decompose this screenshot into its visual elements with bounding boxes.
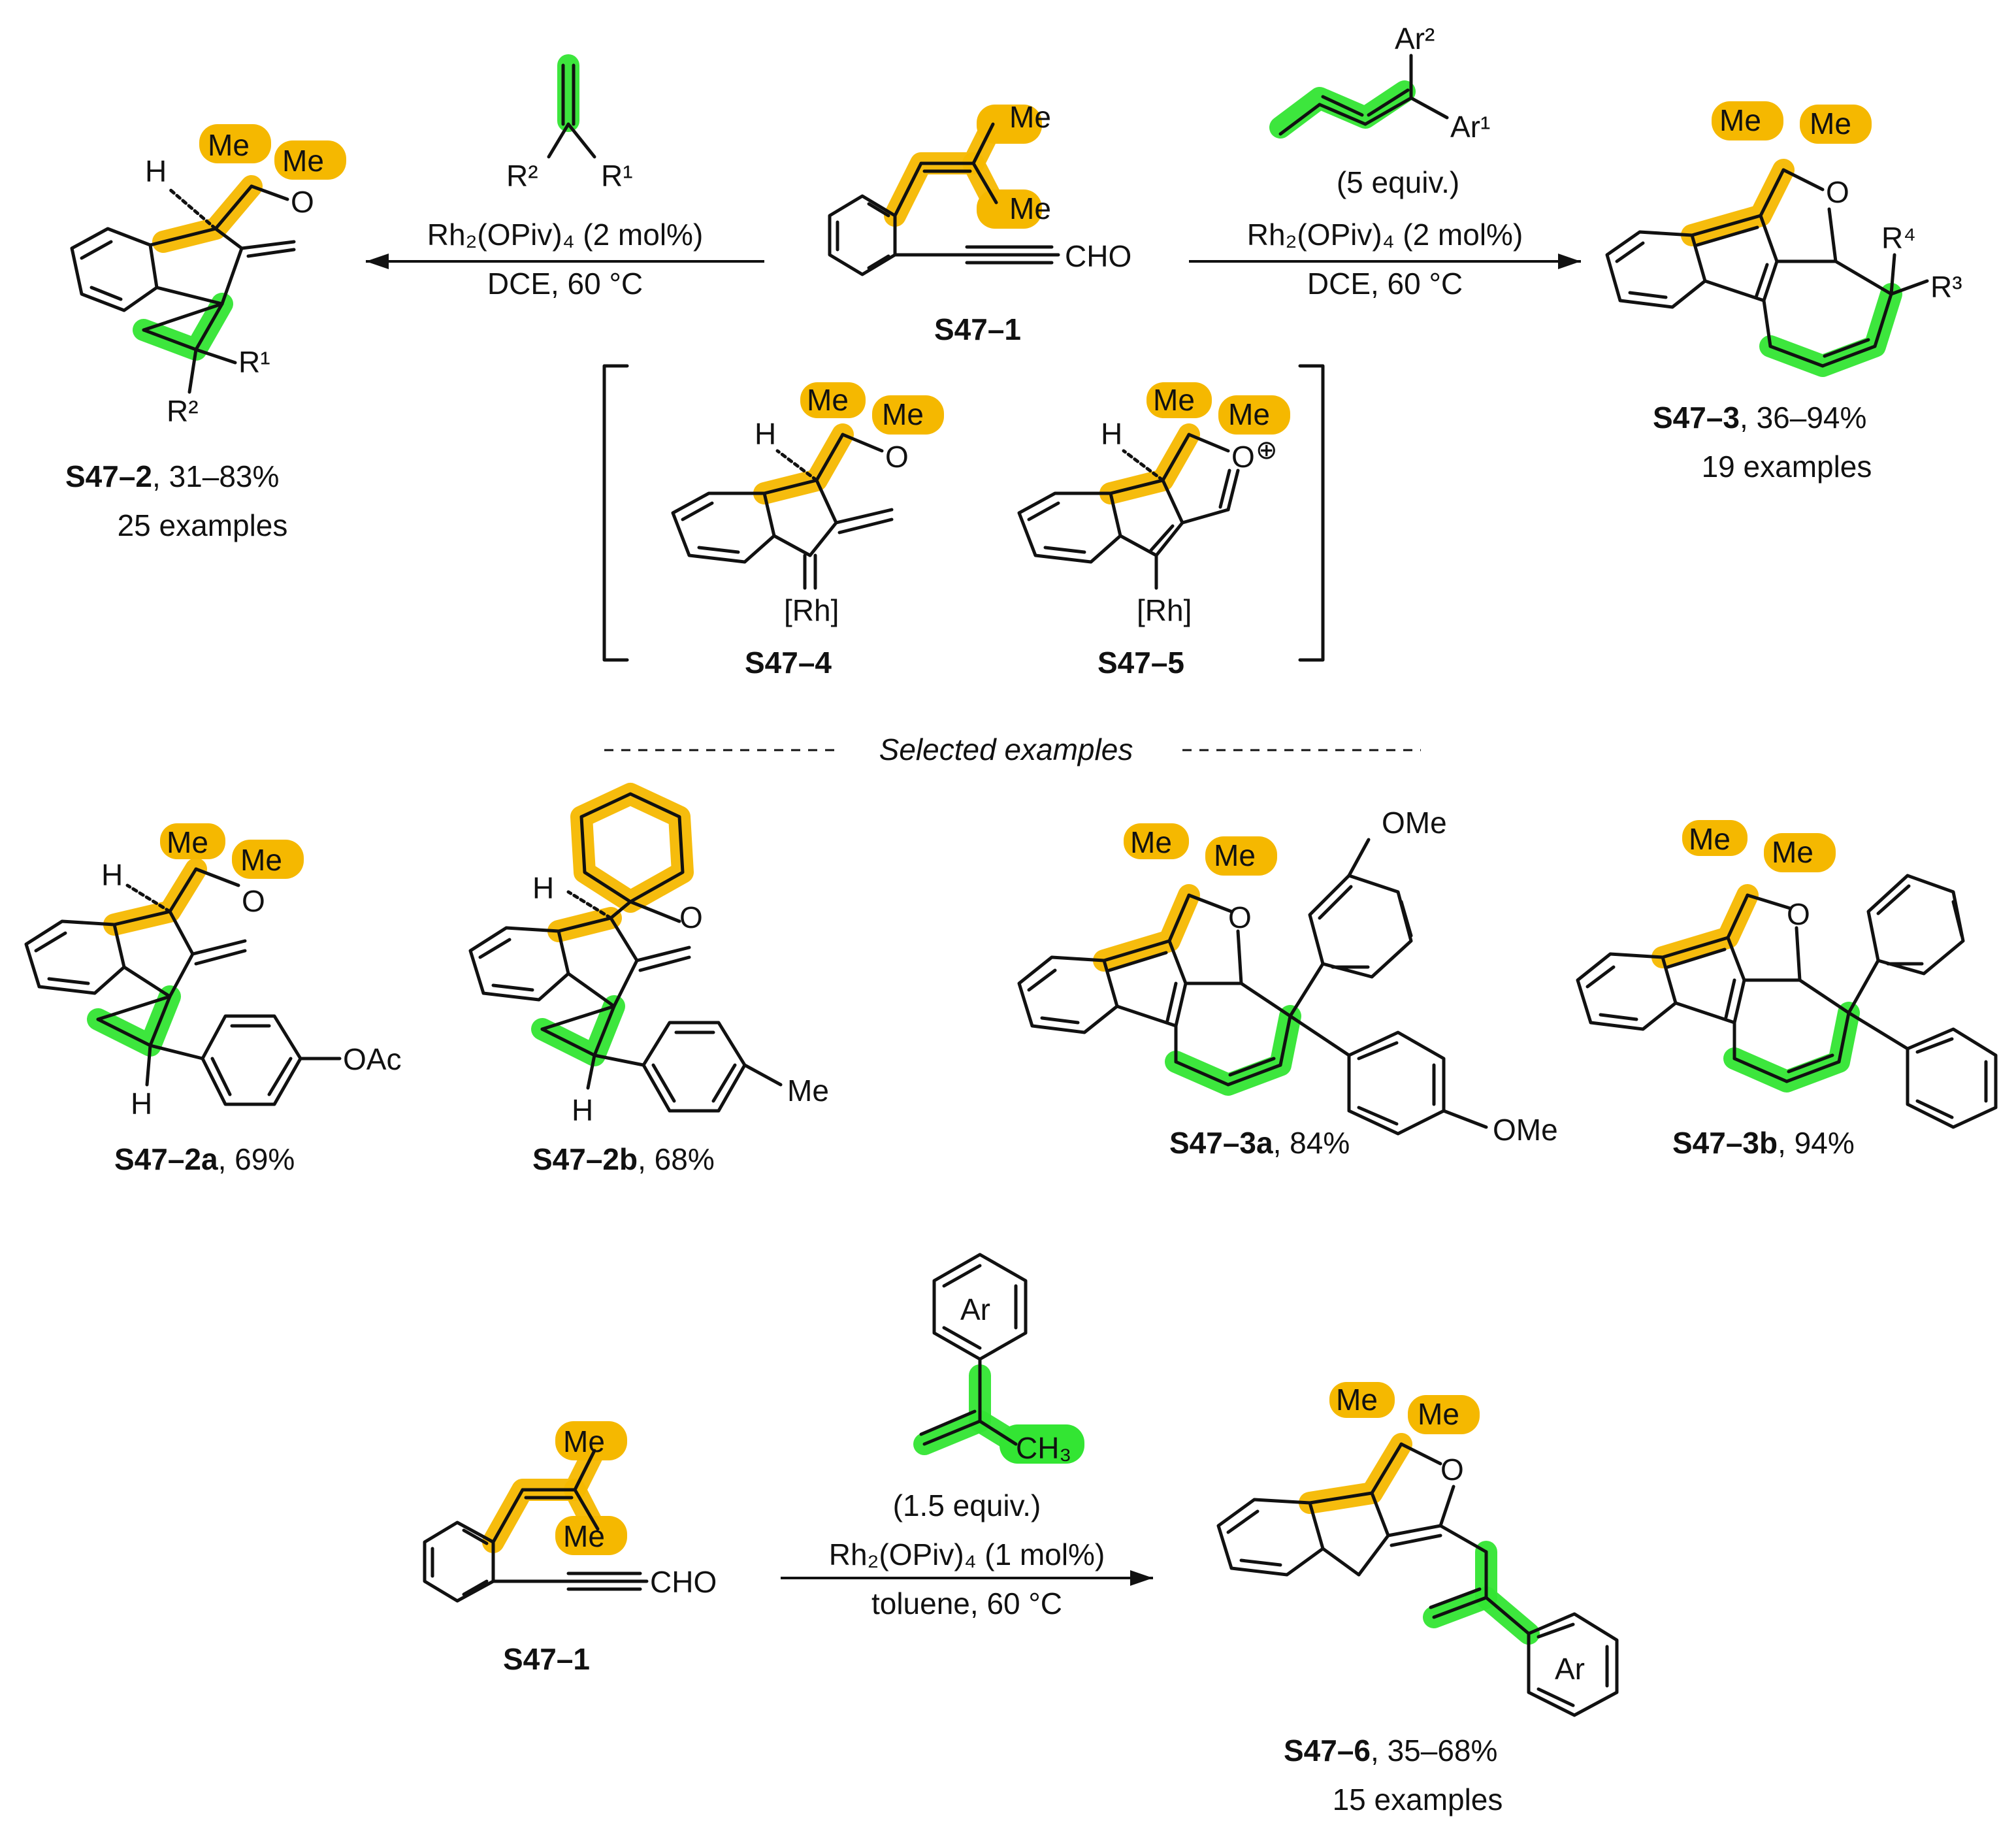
atom-h: H xyxy=(1101,417,1122,451)
compound-label-s47-2a: S47–2a, 69% xyxy=(114,1142,295,1176)
arrowhead-icon xyxy=(1558,254,1581,269)
atom-o: O xyxy=(242,884,265,918)
atom-ome: OMe xyxy=(1493,1113,1558,1147)
atom-me: Me xyxy=(1719,103,1761,137)
compound-label-s47-3: S47–3, 36–94% xyxy=(1653,401,1866,435)
examples-count-s47-2: 25 examples xyxy=(118,508,288,542)
atom-r2: R² xyxy=(506,159,538,193)
atom-me: Me xyxy=(563,1519,605,1553)
examples-count-s47-3: 19 examples xyxy=(1702,450,1872,484)
compound-label-s47-2b: S47–2b, 68% xyxy=(532,1142,715,1176)
structure-diene-reagent xyxy=(1269,54,1449,139)
compound-label-s47-3b: S47–3b, 94% xyxy=(1672,1126,1855,1160)
structure-s47-3a xyxy=(1017,823,1488,1136)
atom-o: O xyxy=(1231,440,1255,474)
atom-me: Me xyxy=(240,843,282,877)
atom-me: Me xyxy=(1418,1397,1459,1431)
atom-ome: OMe xyxy=(1382,806,1447,840)
bracket-right xyxy=(1298,364,1325,662)
atom-oac: OAc xyxy=(343,1042,401,1076)
condition-right-solvent: DCE, 60 °C xyxy=(1307,267,1463,301)
atom-ch3: CH₃ xyxy=(1016,1431,1071,1465)
condition-left-catalyst: Rh₂(OPiv)₄ (2 mol%) xyxy=(427,218,704,252)
structure-aryl-alkene-reagent xyxy=(913,1253,1084,1464)
atom-cho: CHO xyxy=(650,1565,717,1599)
atom-me: Me xyxy=(807,383,849,417)
atom-o: O xyxy=(1228,900,1252,934)
atom-me: Me xyxy=(1810,107,1851,140)
atom-me: Me xyxy=(563,1424,605,1458)
structure-s47-3b xyxy=(1576,820,1998,1129)
atom-o: O xyxy=(291,185,314,219)
atom-h: H xyxy=(131,1087,152,1121)
compound-label-s47-3a: S47–3a, 84% xyxy=(1169,1126,1350,1160)
structure-s47-5 xyxy=(1017,382,1290,590)
compound-label-s47-1: S47–1 xyxy=(934,312,1021,346)
atom-me: Me xyxy=(208,128,250,162)
atom-r3: R³ xyxy=(1930,270,1962,304)
compound-label-s47-5: S47–5 xyxy=(1097,646,1184,680)
oxonium-charge-icon: ⊕ xyxy=(1256,436,1278,465)
atom-me: Me xyxy=(167,825,208,859)
compound-label-s47-1-bottom: S47–1 xyxy=(503,1642,590,1676)
atom-r4: R⁴ xyxy=(1881,221,1916,255)
atom-h: H xyxy=(101,858,123,892)
atom-cho: CHO xyxy=(1065,239,1131,273)
arrowhead-icon xyxy=(1130,1570,1153,1586)
condition-right-catalyst: Rh₂(OPiv)₄ (2 mol%) xyxy=(1247,218,1523,252)
structure-s47-6 xyxy=(1216,1382,1619,1717)
atom-o: O xyxy=(1787,897,1810,931)
structure-s47-2a xyxy=(24,823,342,1106)
atom-me: Me xyxy=(1214,838,1256,872)
atom-ar2: Ar² xyxy=(1395,22,1435,56)
bracket-left xyxy=(602,364,629,662)
atom-me: Me xyxy=(1689,822,1731,856)
structure-s47-1-bottom xyxy=(423,1421,649,1603)
compound-label-s47-2: S47–2, 31–83% xyxy=(65,459,279,493)
atom-o: O xyxy=(1440,1453,1464,1487)
atom-h: H xyxy=(145,154,167,188)
atom-me: Me xyxy=(882,397,924,431)
atom-me: Me xyxy=(1130,825,1172,859)
atom-h: H xyxy=(755,417,776,451)
atom-ar1: Ar¹ xyxy=(1450,110,1490,144)
atom-rh: [Rh] xyxy=(784,593,839,627)
condition-bottom-solvent: toluene, 60 °C xyxy=(871,1587,1062,1620)
atom-me: Me xyxy=(282,144,324,178)
atom-me: Me xyxy=(1336,1383,1378,1417)
section-title: Selected examples xyxy=(879,732,1133,766)
atom-r1: R¹ xyxy=(238,345,270,379)
atom-o: O xyxy=(1826,175,1849,209)
structure-s47-3 xyxy=(1605,101,1929,377)
atom-me: Me xyxy=(1772,835,1813,869)
structure-s47-2 xyxy=(70,124,346,394)
structure-s47-2b xyxy=(468,783,783,1113)
examples-count-s47-6: 15 examples xyxy=(1333,1783,1503,1817)
atom-o: O xyxy=(679,900,703,934)
atom-rh: [Rh] xyxy=(1137,593,1192,627)
atom-me: Me xyxy=(1153,383,1195,417)
condition-right-equiv: (5 equiv.) xyxy=(1337,165,1459,199)
atom-ar: Ar xyxy=(960,1292,990,1326)
compound-label-s47-4: S47–4 xyxy=(745,646,832,680)
condition-bottom-catalyst: Rh₂(OPiv)₄ (1 mol%) xyxy=(829,1537,1105,1571)
atom-o: O xyxy=(885,440,909,474)
atom-r1: R¹ xyxy=(601,159,633,193)
compound-label-s47-6: S47–6, 35–68% xyxy=(1284,1734,1497,1767)
condition-bottom-equiv: (1.5 equiv.) xyxy=(893,1488,1041,1522)
atom-me: Me xyxy=(1009,191,1051,225)
atom-ar: Ar xyxy=(1555,1652,1585,1686)
condition-left-solvent: DCE, 60 °C xyxy=(487,267,643,301)
structure-s47-4 xyxy=(671,382,944,590)
atom-r2: R² xyxy=(167,394,199,428)
atom-me: Me xyxy=(787,1074,829,1108)
arrowhead-icon xyxy=(366,254,389,269)
atom-h: H xyxy=(572,1093,593,1127)
atom-me: Me xyxy=(1009,100,1051,134)
atom-me: Me xyxy=(1228,397,1270,431)
atom-h: H xyxy=(532,871,554,905)
structure-alkene-reagent xyxy=(547,54,596,159)
structure-s47-1-top xyxy=(828,105,1060,276)
